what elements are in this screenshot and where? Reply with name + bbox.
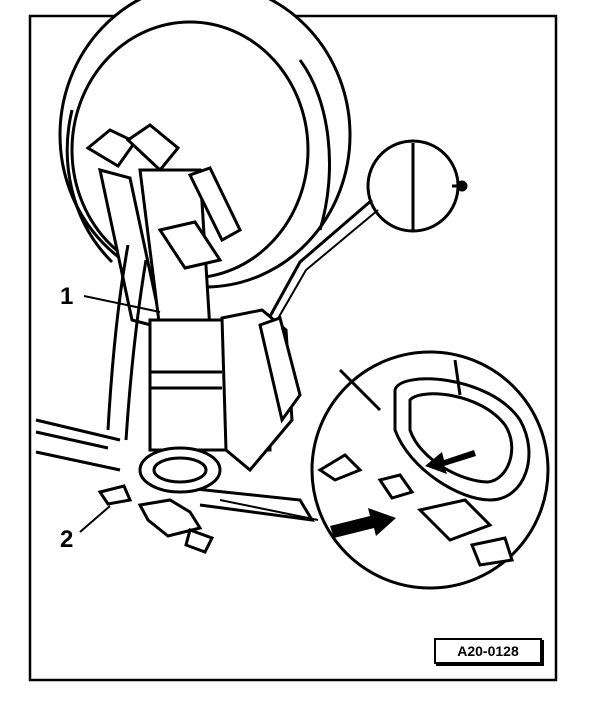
sender-wire (266, 198, 373, 321)
retaining-clip (97, 446, 222, 554)
leader-2 (79, 505, 111, 533)
arrow-push-left (425, 450, 476, 474)
detail-leader (219, 499, 319, 521)
leader-1 (83, 295, 161, 313)
gauge-circle (366, 139, 468, 233)
figure-id-label: A20-0128 (434, 638, 542, 664)
pump-housing (148, 308, 302, 473)
detail-enlargement (310, 350, 550, 590)
rails (35, 418, 315, 522)
callout-2: 2 (60, 526, 74, 553)
arrow-push-right (330, 508, 396, 538)
support-column (106, 244, 148, 441)
callout-1: 1 (60, 283, 74, 310)
